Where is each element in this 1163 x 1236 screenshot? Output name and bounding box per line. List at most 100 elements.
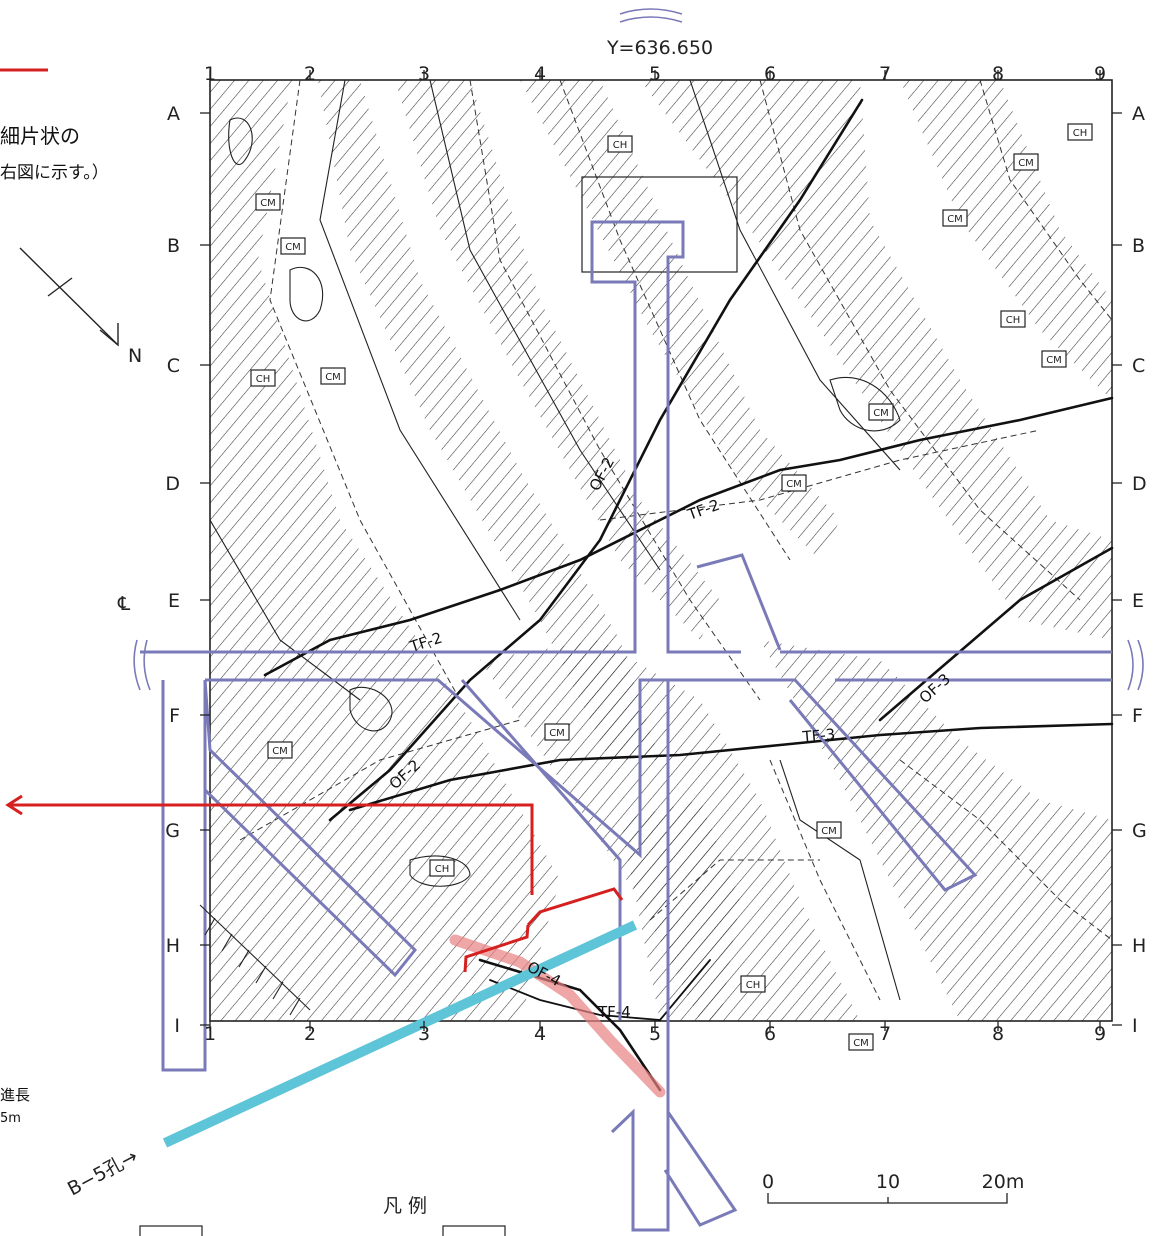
zone-label: CM [272, 746, 288, 757]
zone-label: CM [260, 198, 276, 209]
scale-label: 0 [762, 1171, 774, 1193]
row-label: I [174, 1015, 180, 1037]
zone-label: CH [613, 140, 628, 151]
row-label: I [1132, 1015, 1138, 1037]
progress-value: 5m [0, 1111, 21, 1126]
column-label: 9 [1094, 63, 1106, 85]
zone-label: CM [549, 728, 565, 739]
row-labels-left: A B C D E F G H I [165, 103, 180, 1037]
fault-label-tf2-right: TF-2 [684, 496, 722, 524]
row-label: D [165, 473, 180, 495]
column-label: 6 [764, 1023, 776, 1045]
gallery-bottom-fork [631, 1111, 738, 1230]
row-label: C [167, 355, 180, 377]
red-marks [0, 68, 624, 973]
column-label: 4 [534, 1023, 546, 1045]
row-label: C [1132, 355, 1145, 377]
scale-label: 10 [876, 1171, 900, 1193]
column-label: 3 [418, 63, 430, 85]
annotation-line1: 細片状の [0, 124, 80, 148]
row-label: H [166, 935, 180, 957]
scale-bar [767, 1193, 1008, 1204]
zone-label: CM [325, 372, 341, 383]
row-label: B [167, 235, 180, 257]
joint-lines [239, 80, 1112, 1001]
red-arrow-line [10, 803, 534, 895]
zone-label: CH [1073, 128, 1088, 139]
gallery-outlines [140, 220, 1112, 1232]
gallery-diagonal [460, 679, 622, 1020]
fault-of3 [878, 546, 1114, 722]
row-label: D [1132, 473, 1147, 495]
fault-highlight [449, 934, 666, 1098]
zone-label: CM [285, 242, 301, 253]
slope-hatch [199, 904, 311, 1016]
fault-label-of3: OF-3 [916, 670, 954, 707]
column-label: 6 [764, 63, 776, 85]
scale-label: 20m [982, 1171, 1025, 1193]
legend-swatch [442, 1225, 506, 1236]
row-label: G [1132, 820, 1147, 842]
progress-label: 進長 [0, 1086, 31, 1104]
gallery-horizontal-upper [140, 220, 741, 654]
red-bracket-lower [463, 924, 530, 973]
red-bracket-upper [526, 887, 624, 927]
column-label: 5 [649, 1023, 661, 1045]
break-symbols [133, 8, 1144, 691]
zone-label: CM [1018, 158, 1034, 169]
gallery-inclined [696, 553, 782, 651]
column-label: 8 [992, 63, 1004, 85]
grid-ticks [200, 70, 1122, 1031]
major-faults [263, 98, 1114, 1092]
fault-of2 [328, 98, 864, 822]
legend-title: 凡 例 [383, 1195, 427, 1217]
row-label: E [168, 590, 180, 612]
zone-label: CH [746, 980, 761, 991]
column-label: 9 [1094, 1023, 1106, 1045]
row-label: G [165, 820, 180, 842]
column-label: 7 [879, 1023, 891, 1045]
row-label: E [1132, 590, 1144, 612]
scale-labels: 0 10 20m [762, 1171, 1024, 1193]
legend-swatch [139, 1225, 203, 1236]
fault-label-tf3: TF-3 [801, 725, 836, 746]
column-label: 7 [879, 63, 891, 85]
zone-label: CH [435, 864, 450, 875]
column-label: 8 [992, 1023, 1004, 1045]
fault-label-tf4: TF-4 [597, 1003, 631, 1021]
centerline-symbol: ℄ [117, 593, 131, 615]
red-arrow-head [5, 794, 23, 816]
zone-label: CH [1006, 315, 1021, 326]
zone-boxes [250, 123, 1093, 1051]
fault-tf3 [348, 722, 1114, 812]
column-labels-bottom: 1 2 3 4 5 6 7 8 9 [204, 1023, 1106, 1045]
row-label: B [1132, 235, 1145, 257]
zone-label: CM [853, 1038, 869, 1049]
zone-label: CH [256, 374, 271, 385]
row-label: H [1132, 935, 1146, 957]
north-label: N [128, 345, 142, 367]
fault-tf4 [489, 959, 711, 1021]
borehole-line [162, 920, 638, 1148]
row-label: F [1132, 705, 1143, 727]
coordinate-label: Y=636.650 [606, 37, 713, 59]
column-label: 3 [418, 1023, 430, 1045]
column-label: 2 [304, 1023, 316, 1045]
row-label: F [169, 705, 180, 727]
north-arrow-icon [19, 247, 119, 347]
row-labels-right: A B C D E F G H I [1132, 103, 1147, 1037]
fault-tf2 [263, 396, 1114, 677]
borehole-label: B−5孔→ [64, 1145, 141, 1200]
column-label: 1 [204, 1023, 216, 1045]
row-label: A [167, 103, 180, 125]
column-label: 2 [304, 63, 316, 85]
column-label: 1 [204, 63, 216, 85]
column-labels-top: 1 2 3 4 5 6 7 8 9 [204, 63, 1106, 85]
inset-rectangle [581, 176, 738, 273]
zone-labels: CM CM CH CM CH CH CM CM CH CM CM CM CM C… [256, 128, 1088, 1049]
fault-of4 [478, 958, 662, 1092]
row-label: A [1132, 103, 1145, 125]
zone-label: CM [1046, 355, 1062, 366]
column-label: 5 [649, 63, 661, 85]
